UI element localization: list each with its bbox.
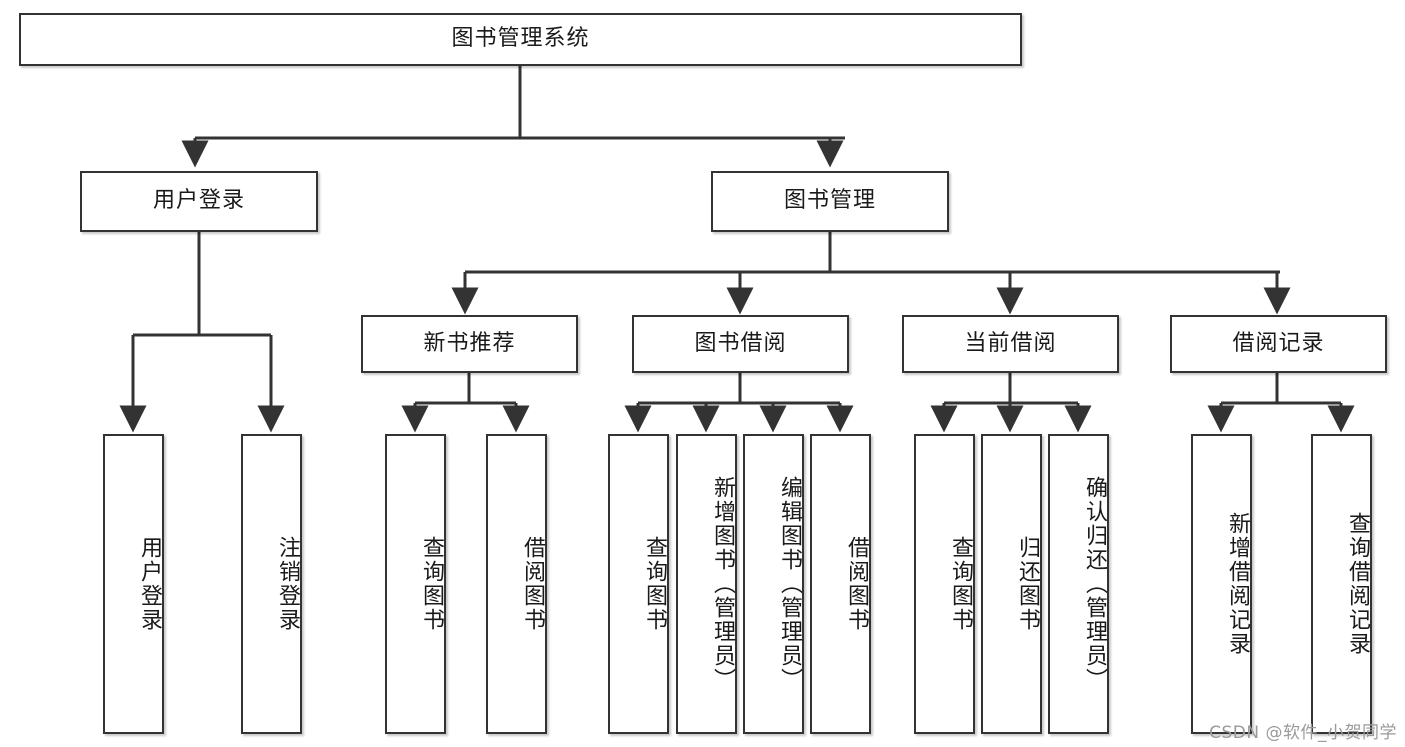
node-leaf-user-logout[interactable]: 注销登录 xyxy=(241,434,302,734)
node-book-manage-label: 图书管理 xyxy=(783,188,876,214)
node-leaf-return-book[interactable]: 归还图书 xyxy=(981,434,1042,734)
node-leaf-query-book-3-label: 查询图书 xyxy=(948,536,973,632)
node-leaf-query-book-2[interactable]: 查询图书 xyxy=(608,434,669,734)
node-leaf-user-logout-label: 注销登录 xyxy=(275,536,300,632)
node-leaf-query-book-2-label: 查询图书 xyxy=(642,536,667,632)
node-leaf-add-record[interactable]: 新增借阅记录 xyxy=(1191,434,1252,734)
node-leaf-query-book-1-label: 查询图书 xyxy=(419,536,444,632)
node-leaf-query-book-1[interactable]: 查询图书 xyxy=(385,434,446,734)
node-leaf-edit-book[interactable]: 编辑图书（管理员） xyxy=(743,434,804,734)
node-borrow-record[interactable]: 借阅记录 xyxy=(1170,315,1387,373)
node-leaf-user-login-label: 用户登录 xyxy=(137,536,162,632)
node-leaf-query-record-label: 查询借阅记录 xyxy=(1345,512,1370,656)
node-leaf-add-record-label: 新增借阅记录 xyxy=(1225,512,1250,656)
node-leaf-return-book-label: 归还图书 xyxy=(1015,536,1040,632)
node-leaf-borrow-book-1-label: 借阅图书 xyxy=(520,536,545,632)
node-leaf-query-record[interactable]: 查询借阅记录 xyxy=(1311,434,1372,734)
node-leaf-query-book-3[interactable]: 查询图书 xyxy=(914,434,975,734)
node-leaf-add-book[interactable]: 新增图书（管理员） xyxy=(676,434,737,734)
node-book-borrow-label: 图书借阅 xyxy=(694,330,787,356)
node-book-manage[interactable]: 图书管理 xyxy=(711,171,949,232)
node-leaf-borrow-book-2-label: 借阅图书 xyxy=(844,536,869,632)
node-leaf-add-book-label: 新增图书（管理员） xyxy=(710,476,735,692)
node-leaf-user-login[interactable]: 用户登录 xyxy=(103,434,164,734)
node-current-borrow[interactable]: 当前借阅 xyxy=(902,315,1119,373)
node-leaf-borrow-book-2[interactable]: 借阅图书 xyxy=(810,434,871,734)
node-leaf-confirm-return[interactable]: 确认归还（管理员） xyxy=(1048,434,1109,734)
node-borrow-record-label: 借阅记录 xyxy=(1232,330,1325,356)
watermark-text: CSDN @软件_小贺同学 xyxy=(1209,723,1397,743)
node-user-login-label: 用户登录 xyxy=(152,188,245,214)
node-new-book-rec-label: 新书推荐 xyxy=(423,330,516,356)
node-root-label: 图书管理系统 xyxy=(451,26,590,52)
node-leaf-confirm-return-label: 确认归还（管理员） xyxy=(1082,476,1107,692)
node-user-login[interactable]: 用户登录 xyxy=(80,171,318,232)
node-leaf-borrow-book-1[interactable]: 借阅图书 xyxy=(486,434,547,734)
node-leaf-edit-book-label: 编辑图书（管理员） xyxy=(777,476,802,692)
node-root[interactable]: 图书管理系统 xyxy=(19,13,1022,66)
node-current-borrow-label: 当前借阅 xyxy=(964,330,1057,356)
node-new-book-rec[interactable]: 新书推荐 xyxy=(361,315,578,373)
node-book-borrow[interactable]: 图书借阅 xyxy=(632,315,849,373)
